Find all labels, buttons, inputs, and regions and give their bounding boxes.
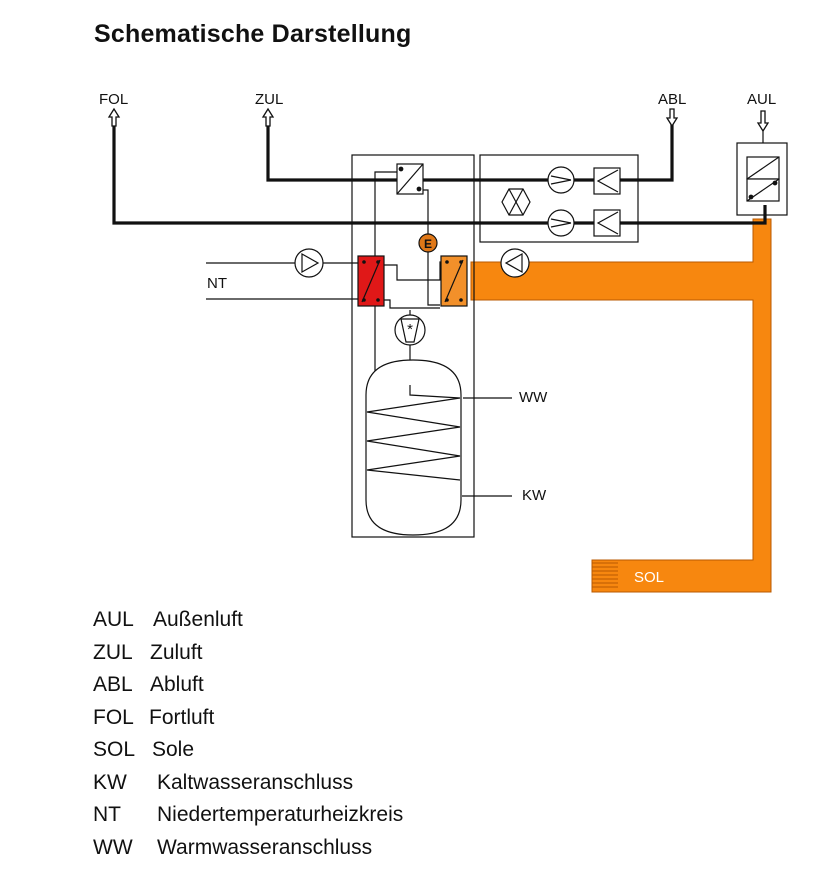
supply-fan-icon	[547, 166, 575, 194]
electric-heater: E	[418, 233, 438, 253]
legend-abbr: ABL	[93, 673, 133, 696]
brine-pipe: SOL	[470, 218, 772, 593]
arrow-up-icon	[261, 107, 275, 127]
label-zul: ZUL	[255, 91, 283, 108]
legend-desc: Niedertemperaturheizkreis	[157, 803, 404, 826]
arrow-down-icon	[665, 108, 679, 128]
label-kw: KW	[522, 487, 547, 504]
legend-abbr: NT	[93, 803, 121, 826]
legend-desc: Abluft	[150, 673, 204, 696]
label-aul: AUL	[747, 91, 776, 108]
legend-desc: Sole	[152, 738, 195, 761]
legend-desc: Kaltwasseranschluss	[157, 771, 354, 794]
exhaust-air-duct	[112, 120, 767, 225]
air-flow-arrows	[107, 107, 770, 133]
exhaust-fan-icon	[547, 209, 575, 237]
compressor-icon: *	[394, 314, 426, 346]
arrow-down-icon	[756, 110, 770, 133]
arrow-up-icon	[107, 107, 121, 127]
supply-air-duct	[266, 120, 674, 182]
legend-desc: Außenluft	[153, 608, 243, 631]
schematic-diagram: SOL	[99, 91, 788, 593]
label-ww: WW	[519, 389, 548, 406]
legend-abbr: AUL	[93, 608, 134, 631]
outside-air-filter-box	[736, 142, 788, 216]
legend-desc: Fortluft	[149, 706, 215, 729]
air-heat-exchanger	[396, 163, 424, 195]
label-abl: ABL	[658, 91, 686, 108]
legend-desc: Zuluft	[150, 641, 203, 664]
legend-desc: Warmwasseranschluss	[157, 836, 373, 859]
svg-text:*: *	[407, 321, 413, 338]
label-heater: E	[424, 237, 432, 251]
legend-abbr: ZUL	[93, 641, 133, 664]
filter-icon	[593, 209, 621, 237]
label-nt: NT	[207, 275, 227, 292]
evaporator	[440, 255, 468, 307]
page-title: Schematische Darstellung	[94, 20, 412, 48]
legend-abbr: WW	[93, 836, 133, 859]
label-fol: FOL	[99, 91, 128, 108]
legend-abbr: SOL	[93, 738, 136, 761]
condenser	[357, 255, 385, 307]
label-sol: SOL	[634, 569, 664, 586]
hot-water-tank	[365, 359, 462, 536]
outside-air-filter	[746, 156, 780, 202]
unit-housing	[351, 154, 475, 538]
ventilation-box	[479, 154, 639, 243]
legend-abbr: FOL	[93, 706, 134, 729]
legend-abbr: KW	[93, 771, 127, 794]
